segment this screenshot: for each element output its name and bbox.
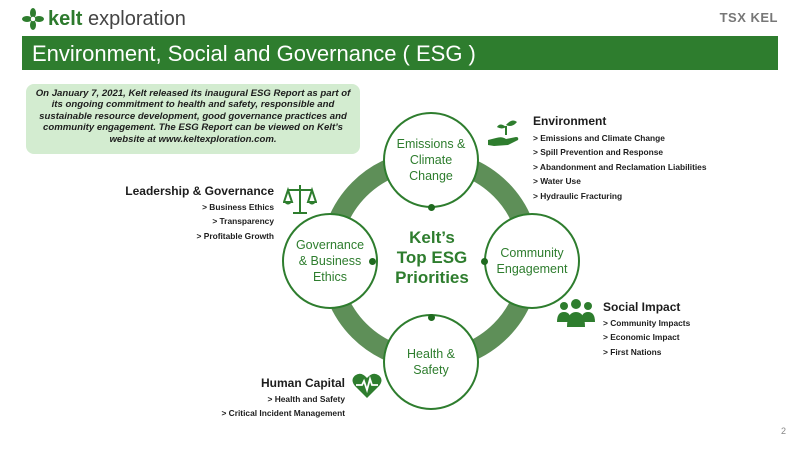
scales-icon — [283, 185, 317, 214]
list-item: > Transparency — [212, 216, 274, 227]
social-list: > Community Impacts > Economic Impact > … — [603, 316, 690, 359]
esg-report-note: On January 7, 2021, Kelt released its in… — [26, 84, 360, 154]
list-item: > Hydraulic Fracturing — [533, 190, 623, 201]
circle-health: Health &Safety — [383, 314, 479, 410]
human-capital-list: > Health and Safety > Critical Incident … — [221, 392, 345, 421]
connector-dot — [369, 258, 376, 265]
tsx-ticker: TSX KEL — [719, 10, 778, 25]
list-item: > Critical Incident Management — [221, 408, 345, 419]
environment-title: Environment — [533, 114, 607, 128]
list-item: > Abandonment and Reclamation Liabilitie… — [533, 161, 707, 172]
title-bar: Environment, Social and Governance ( ESG… — [22, 36, 778, 70]
circle-health-label: Health &Safety — [407, 347, 455, 377]
company-logo: kelt exploration — [22, 6, 186, 32]
leadership-title: Leadership & Governance — [125, 184, 274, 198]
list-item: > Health and Safety — [267, 394, 346, 404]
list-item: > Community Impacts — [603, 318, 691, 328]
list-item: > First Nations — [603, 346, 662, 357]
page-title: Environment, Social and Governance ( ESG… — [32, 41, 476, 66]
human-capital-title: Human Capital — [260, 376, 345, 390]
list-item: > Business Ethics — [202, 202, 274, 212]
hand-plant-icon — [488, 120, 519, 146]
company-name: kelt exploration — [48, 8, 186, 30]
kelt-leaf-icon — [22, 8, 44, 30]
list-item: > Economic Impact — [603, 332, 680, 343]
environment-list: > Emissions and Climate Change > Spill P… — [533, 131, 707, 203]
list-item: > Water Use — [533, 176, 581, 187]
connector-dot — [428, 204, 435, 211]
list-item: > Spill Prevention and Response — [533, 147, 664, 158]
leadership-list: > Business Ethics > Transparency > Profi… — [197, 200, 274, 243]
list-item: > Profitable Growth — [196, 230, 274, 241]
social-title: Social Impact — [603, 300, 681, 314]
list-item: > Emissions and Climate Change — [533, 133, 665, 143]
heartbeat-icon — [352, 373, 382, 398]
page-number: 2 — [780, 426, 786, 436]
connector-dot — [481, 258, 488, 265]
people-group-icon — [557, 299, 595, 327]
connector-dot — [428, 314, 435, 321]
